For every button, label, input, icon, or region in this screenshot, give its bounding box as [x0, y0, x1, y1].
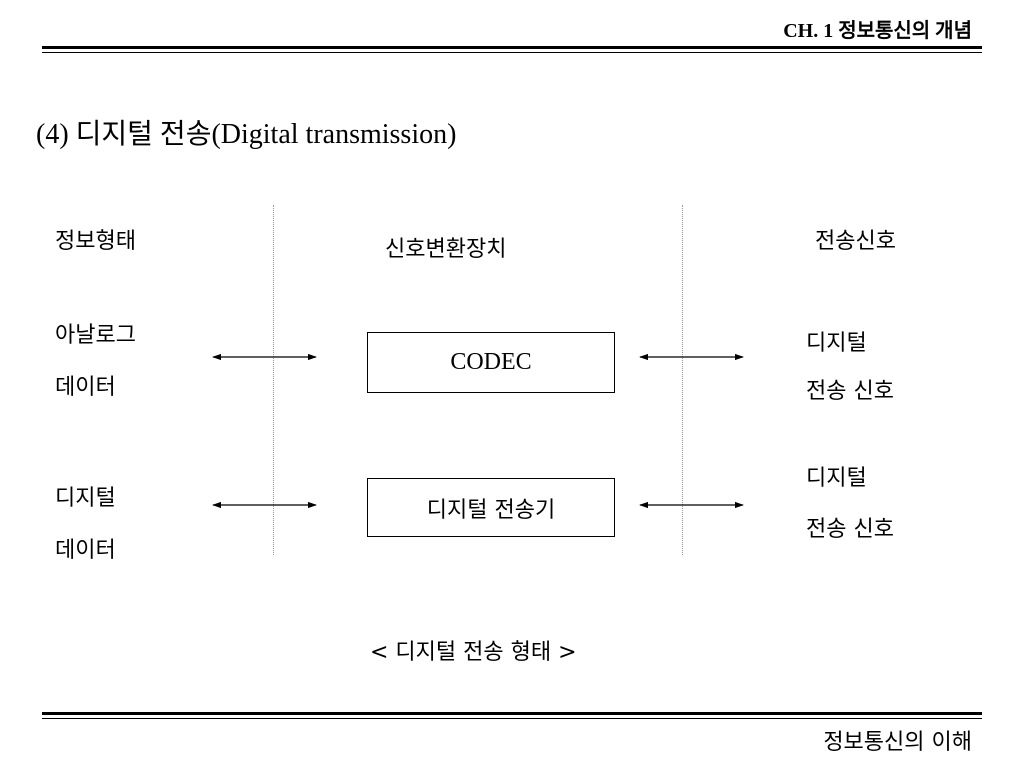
header-rule-thin — [42, 52, 982, 53]
diagram-caption: < 디지털 전송 형태 > — [370, 640, 577, 665]
column-divider-right — [682, 205, 683, 555]
header-rule-thick — [42, 46, 982, 49]
row1-data-line2: 데이터 — [55, 375, 116, 400]
footer-rule-thick — [42, 712, 982, 715]
row2-signal-line2: 전송 신호 — [806, 517, 894, 542]
column-divider-left — [273, 205, 274, 555]
column-header-info-form: 정보형태 — [55, 229, 136, 254]
footer-title: 정보통신의 이해 — [823, 730, 972, 755]
column-header-signal: 전송신호 — [815, 229, 896, 254]
chapter-title: CH. 1 정보통신의 개념 — [783, 20, 972, 42]
row2-data-line2: 데이터 — [55, 538, 116, 563]
row1-signal-line1: 디지털 — [806, 331, 867, 356]
footer-rule-thin — [42, 718, 982, 719]
column-header-converter: 신호변환장치 — [385, 237, 507, 262]
codec-box: CODEC — [367, 332, 615, 393]
row1-signal-line2: 전송 신호 — [806, 379, 894, 404]
row2-signal-line1: 디지털 — [806, 466, 867, 491]
row1-data-line1: 아날로그 — [55, 323, 136, 348]
row2-data-line1: 디지털 — [55, 486, 116, 511]
section-title: (4) 디지털 전송(Digital transmission) — [36, 119, 457, 150]
digital-transmitter-box: 디지털 전송기 — [367, 478, 615, 537]
